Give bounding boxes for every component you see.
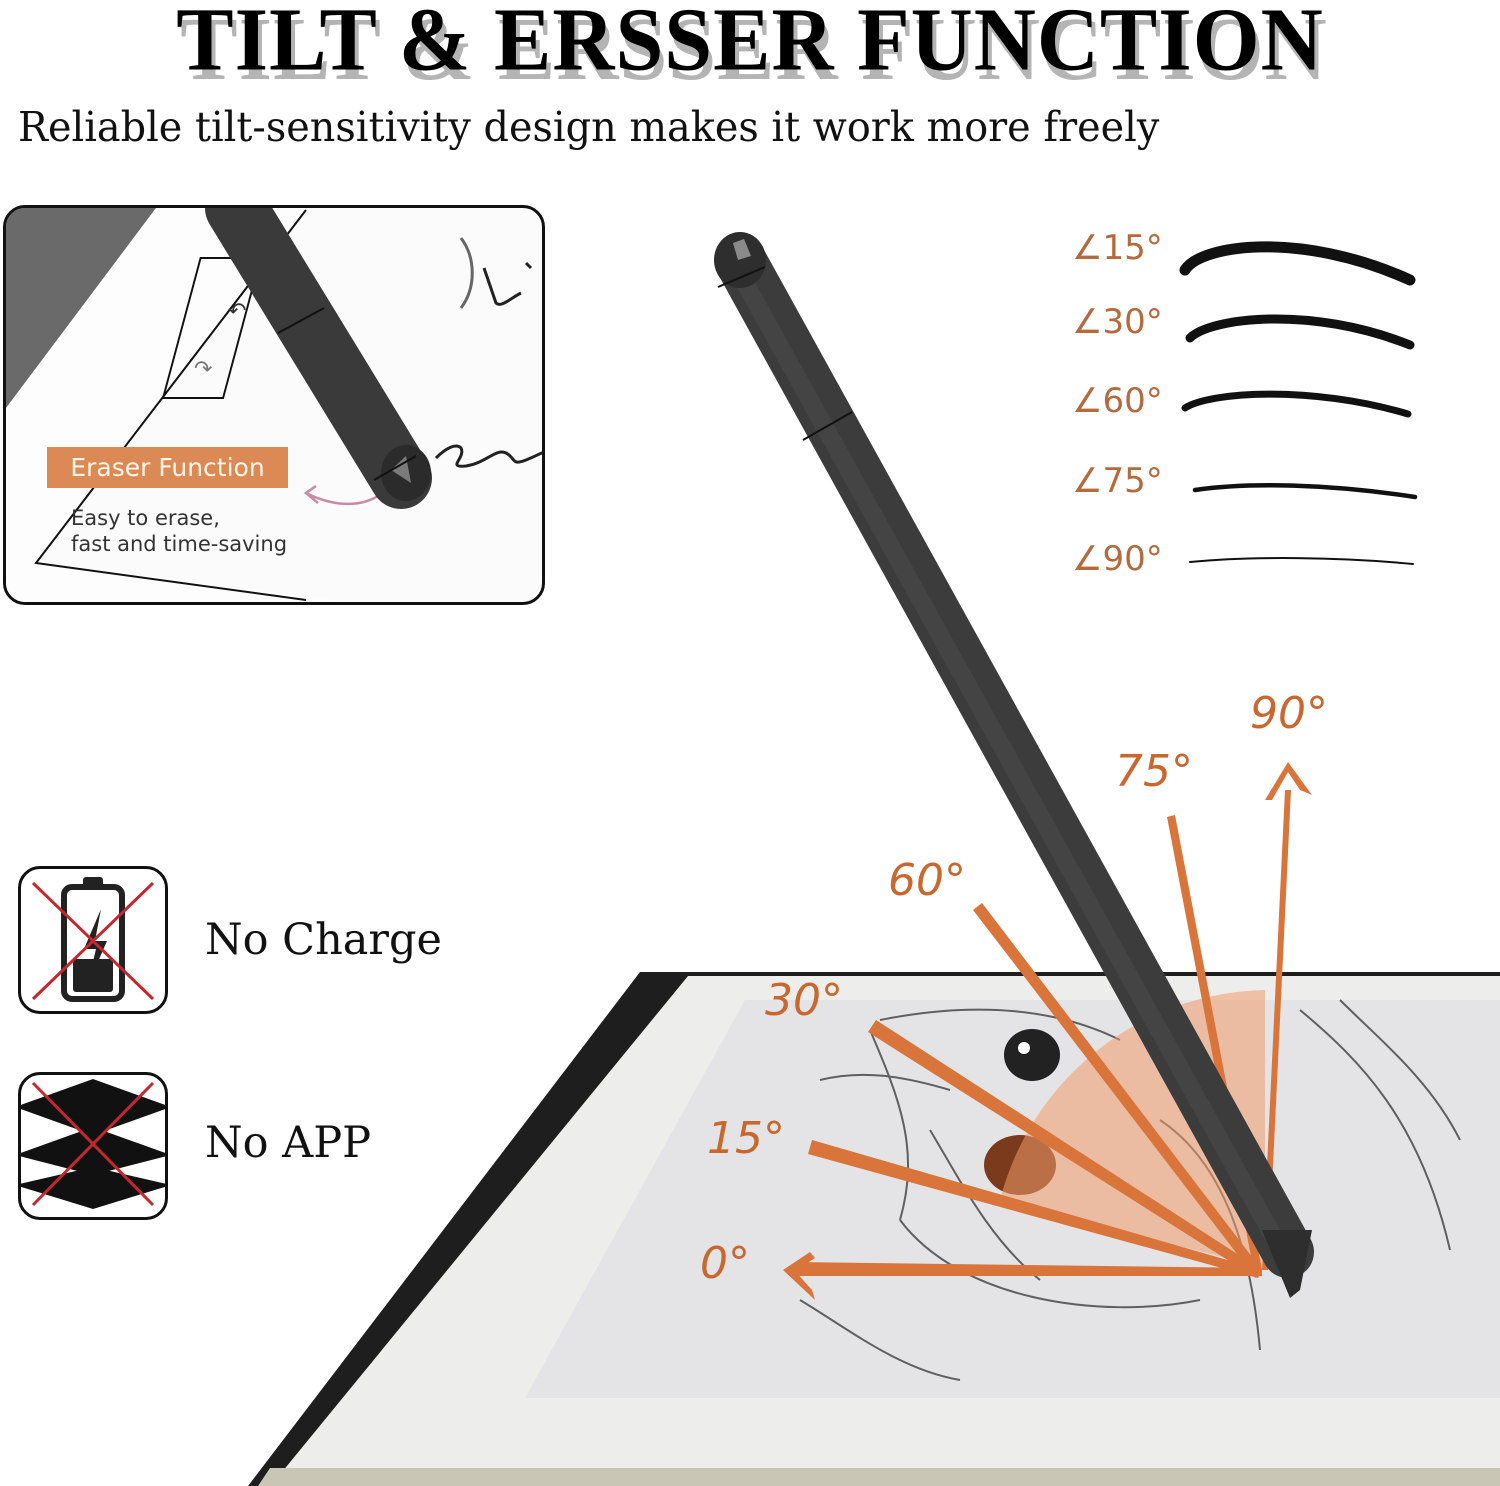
no-app-icon: [15, 1072, 171, 1220]
stroke-label-15: ∠15°: [1072, 228, 1163, 268]
stroke-label-30: ∠30°: [1072, 302, 1163, 342]
tilt-label-60: 60°: [888, 855, 966, 906]
tilt-label-90: 90°: [1250, 688, 1328, 739]
eraser-desc-line2: fast and time-saving: [71, 532, 288, 556]
svg-text:↷: ↷: [194, 357, 212, 382]
eraser-inset-panel: ↶ ↷: [3, 205, 545, 605]
tilt-label-30: 30°: [765, 975, 843, 1026]
no-app-label: No APP: [205, 1118, 372, 1168]
stroke-label-90: ∠90°: [1072, 539, 1163, 579]
stroke-samples: [1179, 241, 1418, 565]
subtitle: Reliable tilt-sensitivity design makes i…: [18, 103, 1160, 151]
svg-text:↶: ↶: [228, 299, 246, 324]
tilt-label-75: 75°: [1115, 746, 1193, 797]
eraser-description: Easy to erase, fast and time-saving: [71, 505, 287, 557]
tilt-label-0: 0°: [700, 1238, 750, 1289]
eraser-inset-illustration: ↶ ↷: [6, 208, 542, 602]
page-title: TILT & ERSSER FUNCTION: [176, 0, 1324, 90]
no-charge-label: No Charge: [205, 915, 442, 965]
tilt-angle-rays: [783, 762, 1312, 1300]
tilt-label-15: 15°: [707, 1113, 785, 1164]
tablet-illustration: [248, 972, 1500, 1486]
no-battery-icon: [18, 866, 168, 1014]
stylus-pen: [714, 232, 1314, 1298]
eraser-desc-line1: Easy to erase,: [71, 506, 220, 530]
stroke-label-60: ∠60°: [1072, 381, 1163, 421]
stroke-label-75: ∠75°: [1072, 461, 1163, 501]
eraser-function-badge: Eraser Function: [47, 447, 288, 488]
